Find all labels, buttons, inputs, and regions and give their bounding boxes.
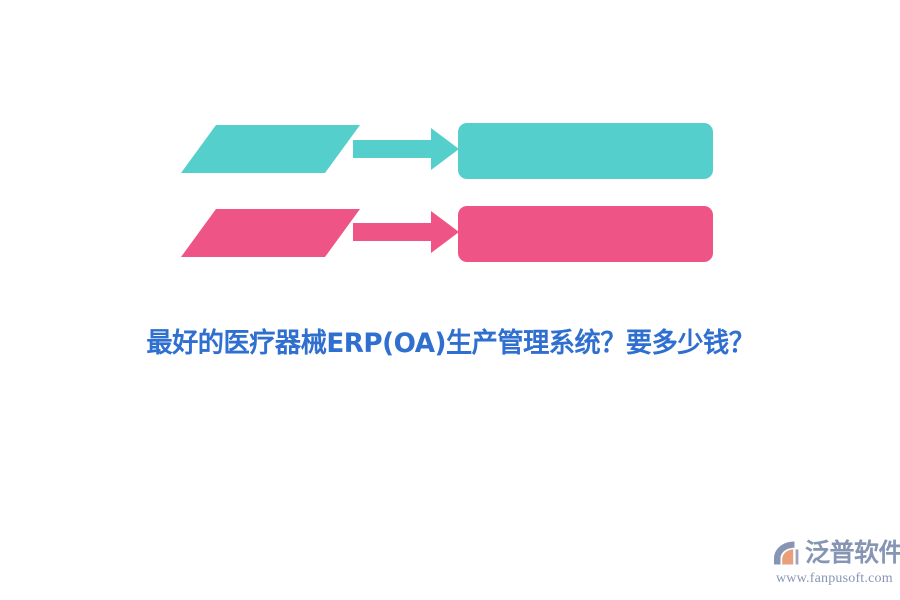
logo-primary-row: 泛普软件 xyxy=(770,534,900,572)
headline-container: 最好的医疗器械ERP(OA)生产管理系统？要多少钱？ xyxy=(0,322,900,366)
brand-logo[interactable]: 泛普软件 www.fanpusoft.com xyxy=(770,534,900,590)
flow-row-pink xyxy=(181,206,713,262)
page-title: 最好的医疗器械ERP(OA)生产管理系统？要多少钱？ xyxy=(145,328,755,359)
brand-website: www.fanpusoft.com xyxy=(776,571,893,586)
rounded-box-pink[interactable] xyxy=(458,206,713,262)
brand-name: 泛普软件 xyxy=(805,538,900,567)
fanpu-logo-icon xyxy=(770,537,802,569)
arrow-teal[interactable] xyxy=(353,128,459,170)
flow-row-teal xyxy=(181,123,713,179)
parallelogram-shape-pink[interactable] xyxy=(181,209,360,257)
rounded-box-teal[interactable] xyxy=(458,123,713,179)
arrow-pink[interactable] xyxy=(353,211,459,253)
parallelogram-shape-teal[interactable] xyxy=(181,125,360,173)
flow-diagram xyxy=(181,123,713,262)
